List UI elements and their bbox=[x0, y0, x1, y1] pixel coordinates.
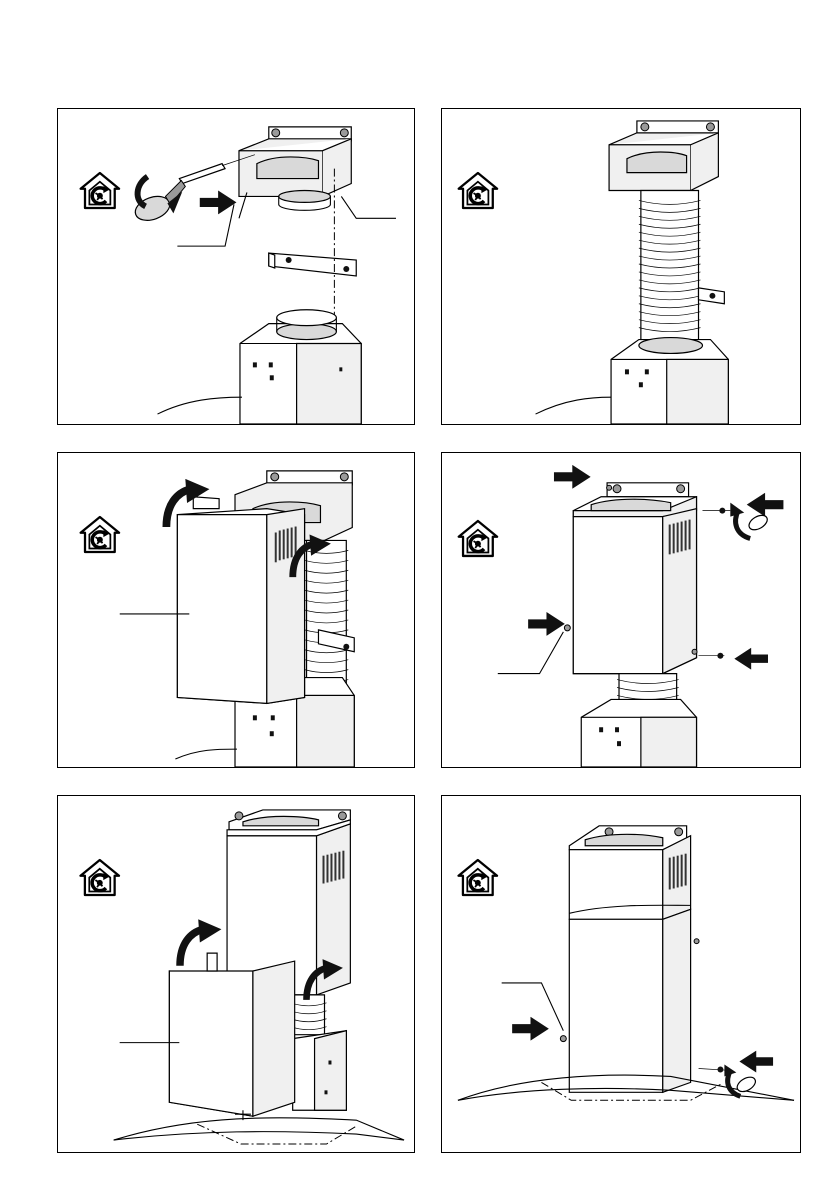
recirculation-house-icon bbox=[81, 517, 119, 552]
recirculation-house-icon bbox=[81, 173, 119, 208]
step-4-illustration bbox=[442, 453, 800, 767]
recirculation-house-icon bbox=[81, 860, 120, 895]
step-2-illustration bbox=[442, 109, 800, 424]
step-3-illustration bbox=[58, 453, 414, 767]
recirculation-house-icon bbox=[459, 860, 498, 895]
step-5-illustration bbox=[58, 796, 414, 1152]
step-1-illustration bbox=[58, 109, 414, 424]
step-2-panel bbox=[441, 108, 801, 425]
step-6-panel bbox=[441, 795, 801, 1153]
step-3-panel bbox=[57, 452, 415, 768]
step-4-panel bbox=[441, 452, 801, 768]
step-1-panel bbox=[57, 108, 415, 425]
recirculation-house-icon bbox=[459, 173, 497, 208]
recirculation-house-icon bbox=[459, 521, 497, 556]
step-6-illustration bbox=[442, 796, 800, 1152]
step-5-panel bbox=[57, 795, 415, 1153]
